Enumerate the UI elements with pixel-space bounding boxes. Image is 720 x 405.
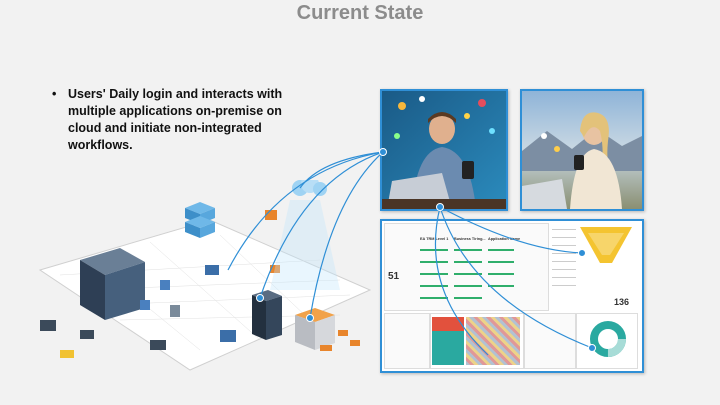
funnel-chart (580, 227, 632, 263)
bullet-marker: • (52, 87, 57, 101)
kpi-left: 51 (388, 271, 400, 282)
donut-chart (590, 321, 626, 357)
bullet-text: Users' Daily login and interacts with mu… (68, 87, 283, 152)
bullet-point: • Users' Daily login and interacts with … (52, 86, 314, 154)
dashboard-screenshot: EA TRM Level 1 Business Tiring... Applic… (380, 219, 644, 373)
kpi-right: 136 (614, 297, 630, 307)
list-pane (384, 313, 430, 369)
dashboard-header (384, 223, 549, 311)
column-header-2: Business Tiring... (454, 237, 486, 241)
blue-cube-stack-icon (185, 202, 215, 238)
user-phone-photo (520, 89, 644, 211)
column-header-3: Application Name (488, 237, 521, 241)
orange-box-icon (295, 308, 335, 350)
server-stack-icon (80, 248, 145, 320)
column-header-1: EA TRM Level 1 (420, 237, 449, 241)
slide-title: Current State (296, 2, 424, 24)
architecture-diagram (38, 180, 372, 371)
user-laptop-photo (380, 89, 508, 211)
